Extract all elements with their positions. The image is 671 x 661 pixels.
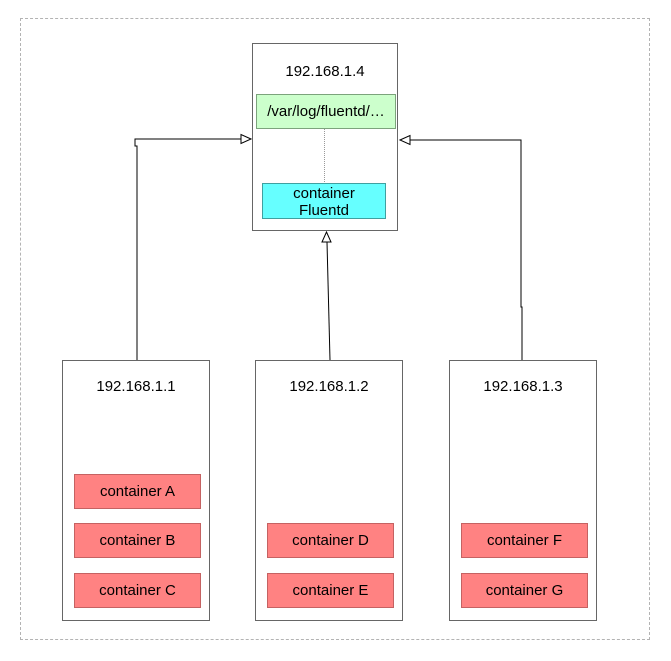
host-1-title: 192.168.1.1	[96, 378, 176, 395]
host-3-title: 192.168.1.3	[483, 378, 563, 395]
fluentd-container-box: container Fluentd	[262, 183, 386, 219]
container-chip: container B	[74, 523, 201, 558]
node-fluentd-host: 192.168.1.4 /var/log/fluentd/… container…	[252, 43, 398, 231]
container-chip: container D	[267, 523, 394, 558]
container-chip: container F	[461, 523, 588, 558]
node-host-1: 192.168.1.1 container A container B cont…	[62, 360, 210, 621]
container-chip: container C	[74, 573, 201, 608]
fluentd-host-title: 192.168.1.4	[285, 63, 365, 80]
container-chip: container E	[267, 573, 394, 608]
fluentd-container-line2: Fluentd	[298, 202, 350, 219]
container-chip: container A	[74, 474, 201, 509]
dashed-boundary-frame	[20, 18, 650, 640]
node-host-2: 192.168.1.2 container D container E	[255, 360, 403, 621]
log-path-box: /var/log/fluentd/…	[256, 94, 396, 129]
container-chip: container G	[461, 573, 588, 608]
fluentd-container-line1: container	[293, 185, 355, 202]
dotted-link-line	[324, 129, 325, 184]
node-host-3: 192.168.1.3 container F container G	[449, 360, 597, 621]
host-2-title: 192.168.1.2	[289, 378, 369, 395]
